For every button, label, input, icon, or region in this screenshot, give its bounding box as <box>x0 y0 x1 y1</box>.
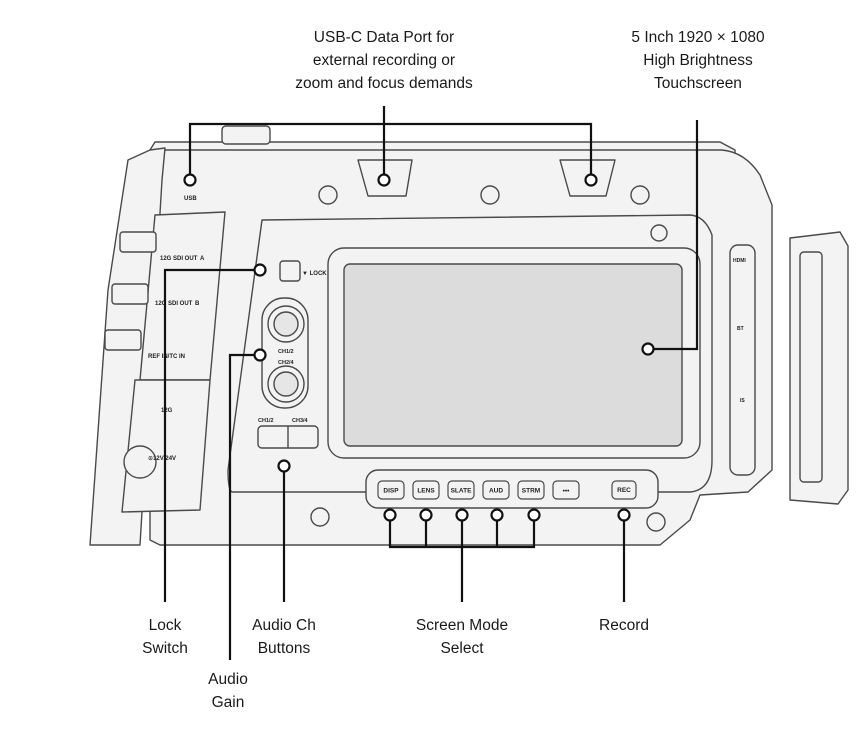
sdi-out-b-badge: B <box>195 301 200 307</box>
callout-usb-c-line-2: external recording or <box>312 52 456 69</box>
ref-connector <box>104 329 142 351</box>
screen-screw <box>650 224 668 242</box>
audio-dial-2-inner <box>273 371 299 397</box>
usb-label: USB <box>184 196 197 202</box>
callout-record: Record <box>582 614 666 637</box>
function-button-4 <box>517 480 545 500</box>
power-connector <box>123 445 157 479</box>
callout-audio-ch-line-1: Audio Ch <box>252 617 316 634</box>
power-label: ⊙12V/24V <box>148 456 176 462</box>
callout-dots <box>183 173 655 522</box>
sdi-connector-b <box>111 283 149 305</box>
button-bar <box>365 469 659 509</box>
callout-audio-ch-buttons: Audio Ch Buttons <box>234 614 334 660</box>
callout-lock-line-1: Lock <box>148 617 182 634</box>
rec-button <box>611 480 637 500</box>
callout-audio-gain-line-1: Audio <box>208 671 248 688</box>
lock-switch <box>279 260 301 282</box>
top-screw-1 <box>318 185 338 205</box>
ch24-dial-label: CH2/4 <box>278 360 295 366</box>
callout-screen-mode-line-1: Screen Mode <box>415 617 509 634</box>
callout-usb-c-line-1: USB-C Data Port for <box>313 29 455 46</box>
audio-dial-1-inner <box>273 311 299 337</box>
top-screw-2 <box>480 185 500 205</box>
callout-touchscreen-line-1: 5 Inch 1920 × 1080 <box>631 29 765 46</box>
side-top-label: HDMI <box>733 258 746 264</box>
function-button-3 <box>482 480 510 500</box>
function-button-label-5: ••• <box>563 488 571 495</box>
callout-lock-switch: Lock Switch <box>124 614 206 660</box>
function-button-1 <box>412 480 440 500</box>
sdi-out-b-label: 12G SDI OUT <box>155 301 193 307</box>
function-button-5 <box>552 480 580 500</box>
sdi-out-a-badge: A <box>200 256 205 262</box>
function-button-2 <box>447 480 475 500</box>
callout-lock-line-2: Switch <box>142 640 188 657</box>
callout-touchscreen-line-2: High Brightness <box>643 52 753 69</box>
callout-audio-gain: Audio Gain <box>186 668 270 714</box>
callout-record-line-1: Record <box>599 617 649 634</box>
ch34-button-label: CH3/4 <box>292 418 309 424</box>
callout-touchscreen-line-3: Touchscreen <box>654 75 742 92</box>
callout-usb-c: USB-C Data Port for external recording o… <box>272 26 496 95</box>
rec-button-label: REC <box>617 487 631 494</box>
lock-label: ▼ LOCK <box>302 271 327 277</box>
callout-usb-c-line-3: zoom and focus demands <box>295 75 473 92</box>
side-bt-label: BT <box>737 326 744 332</box>
side-port-panel <box>729 244 756 476</box>
bottom-screw-1 <box>310 507 330 527</box>
callout-screen-mode: Screen Mode Select <box>396 614 528 660</box>
leader-lines <box>163 106 699 660</box>
function-buttons: DISP LENS SLATE AUD STRM ••• <box>377 480 580 500</box>
function-button-0 <box>377 480 405 500</box>
rear-grip-inner <box>799 251 823 483</box>
function-button-label-1: LENS <box>417 488 435 495</box>
function-button-label-3: AUD <box>489 488 503 495</box>
top-knob <box>221 125 271 145</box>
callout-audio-gain-line-2: Gain <box>211 694 245 711</box>
callout-touchscreen: 5 Inch 1920 × 1080 High Brightness Touch… <box>600 26 796 95</box>
12g-label: 12G <box>161 408 173 414</box>
ch12-button-label: CH1/2 <box>258 418 274 424</box>
bottom-screw-2 <box>646 512 666 532</box>
sdi-connector-a <box>119 231 157 253</box>
touchscreen <box>343 263 683 447</box>
callout-audio-ch-line-2: Buttons <box>257 640 311 657</box>
callout-screen-mode-line-2: Select <box>440 640 484 657</box>
function-button-label-2: SLATE <box>451 488 472 495</box>
top-screw-3 <box>630 185 650 205</box>
sdi-out-a-label: 12G SDI OUT <box>160 256 198 262</box>
function-button-label-0: DISP <box>383 488 399 495</box>
ch12-dial-label: CH1/2 <box>278 349 294 355</box>
function-button-label-4: STRM <box>522 488 540 495</box>
side-is-label: IS <box>740 398 745 404</box>
ref-in-label: REF IN/TC IN <box>148 354 185 360</box>
